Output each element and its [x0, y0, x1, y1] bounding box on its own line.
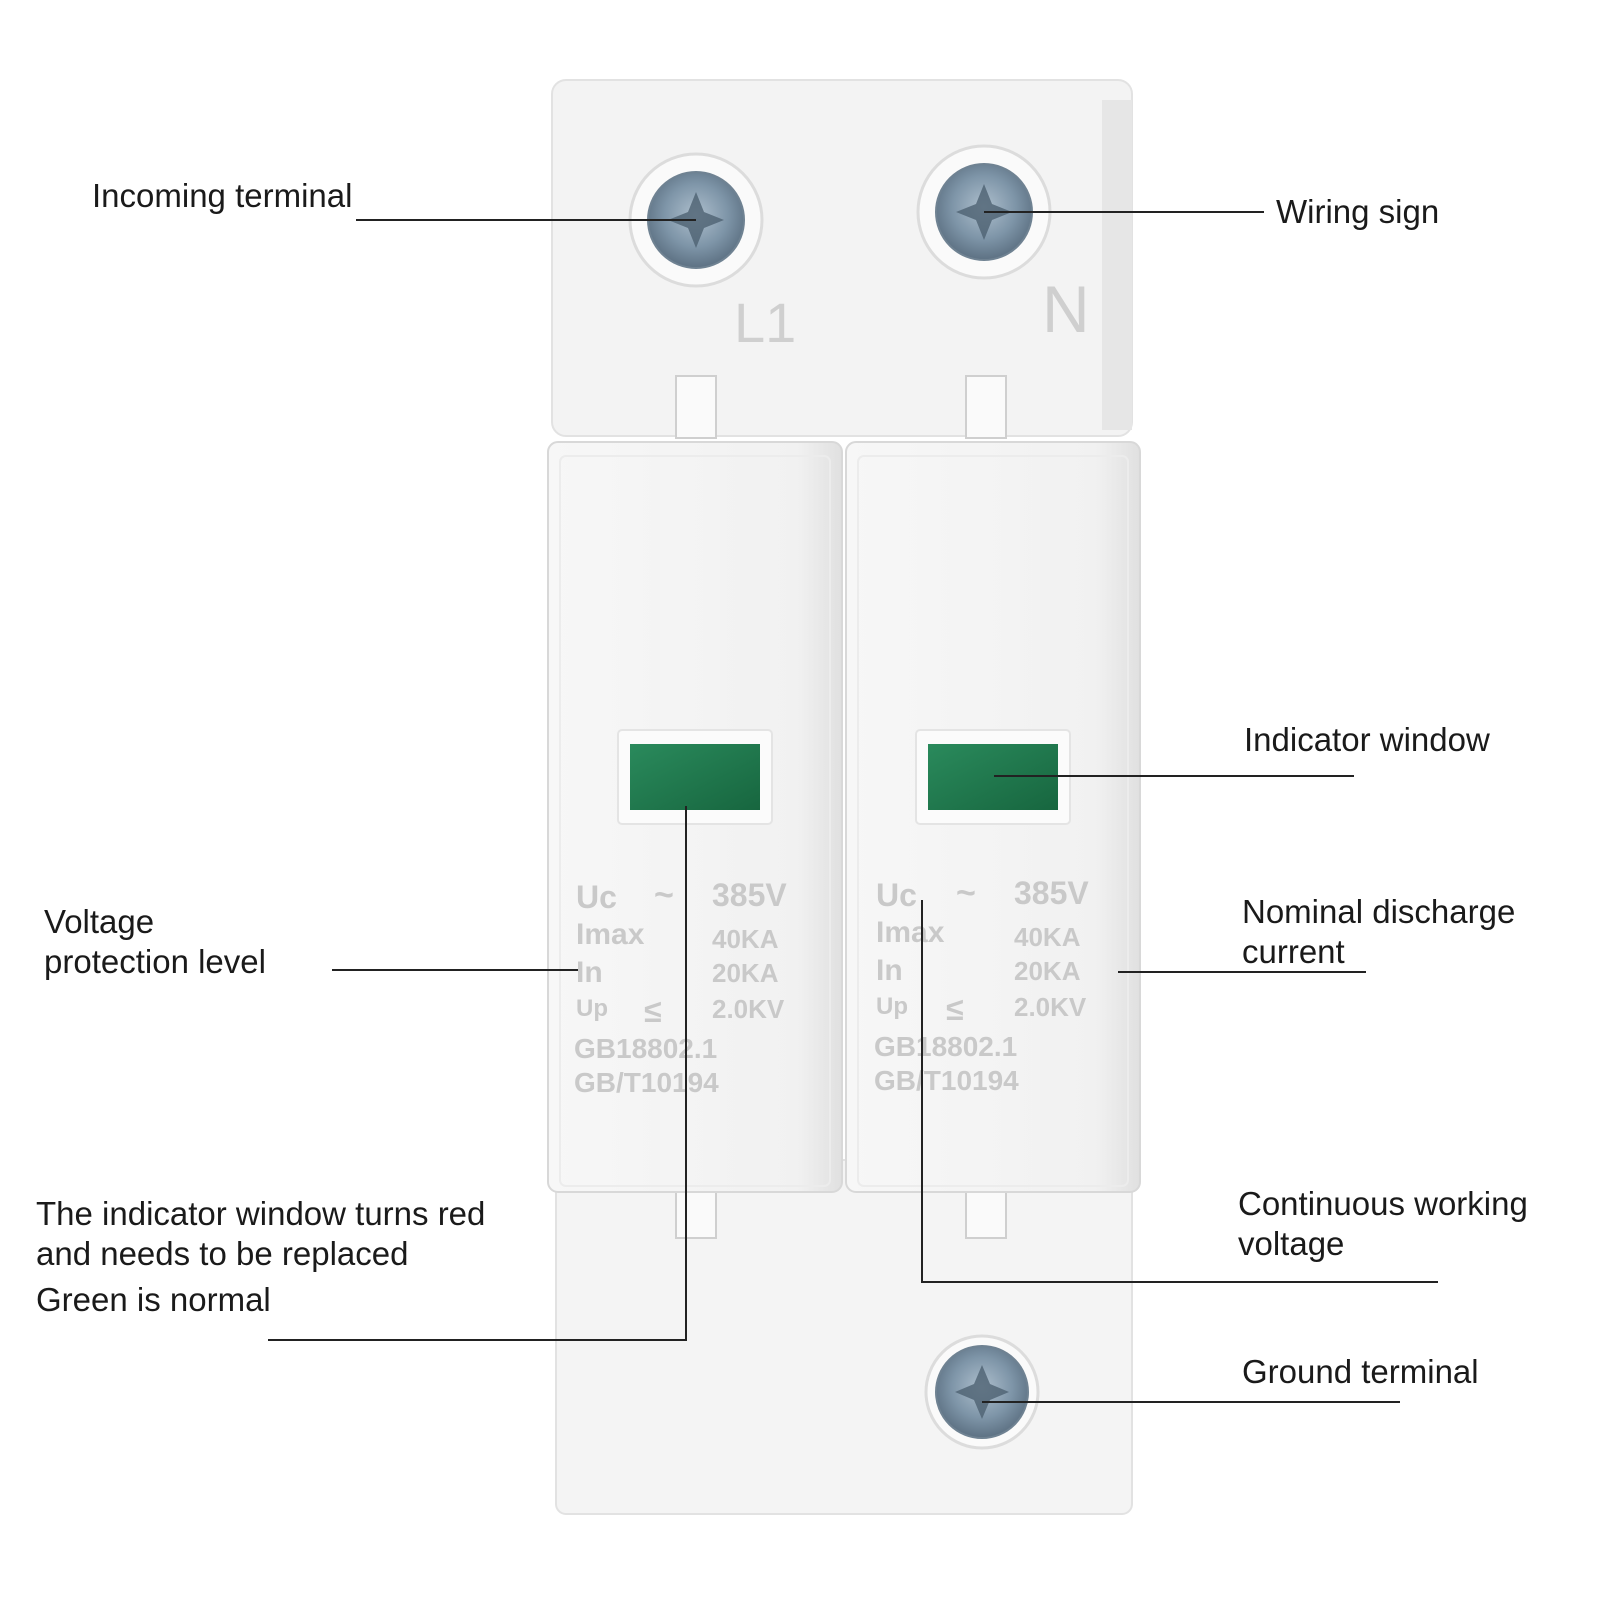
callout-nominal-discharge: Nominal discharge current [1242, 892, 1515, 972]
spec-uc-label: Uc [876, 877, 917, 913]
terminal-label-l1: L1 [734, 291, 796, 354]
spec-imax-value: 40KA [1014, 922, 1081, 952]
bottom-base [555, 1159, 1133, 1515]
callout-continuous-voltage-line-1: Continuous working [1238, 1185, 1528, 1222]
spec-up-label: Up [576, 995, 608, 1022]
spec-imax-label: Imax [876, 916, 945, 949]
callout-voltage-protection-line-1: Voltage [44, 903, 155, 940]
terminal-label-n: N [1042, 272, 1090, 346]
spec-up-symbol: ≤ [946, 991, 964, 1027]
callout-indicator-note-line-3: Green is normal [36, 1281, 271, 1318]
leader-lines [268, 211, 1438, 1403]
spec-uc-symbol: ~ [654, 876, 674, 914]
callout-nominal-discharge-line-1: Nominal discharge [1242, 893, 1516, 930]
spec-imax-value: 40KA [712, 924, 779, 954]
callout-nominal-discharge-line-2: current [1242, 933, 1345, 970]
callout-wiring-sign: Wiring sign [1276, 193, 1440, 230]
top-terminal-block [551, 79, 1133, 439]
spec-text-right: Uc ~ 385V Imax 40KA In 20KA Up ≤ 2.0KV G… [874, 874, 1089, 1096]
callout-indicator-note-line-2: and needs to be replaced [36, 1235, 409, 1272]
callout-indicator-note: The indicator window turns red and needs… [36, 1194, 485, 1320]
callout-indicator-window: Indicator window [1244, 721, 1490, 758]
module-left [547, 441, 843, 1193]
callout-continuous-voltage-line-2: voltage [1238, 1225, 1345, 1262]
indicator-window-left [630, 744, 760, 810]
callout-continuous-voltage: Continuous working voltage [1238, 1184, 1528, 1264]
spec-up-symbol: ≤ [644, 993, 662, 1029]
spec-uc-value: 385V [712, 877, 787, 913]
callout-indicator-note-line-1: The indicator window turns red [36, 1195, 486, 1232]
callout-voltage-protection-line-2: protection level [44, 943, 266, 980]
spec-up-value: 2.0KV [712, 994, 785, 1024]
module-right [845, 441, 1141, 1193]
spec-text-left: Uc ~ 385V Imax 40KA In 20KA Up ≤ 2.0KV G… [574, 876, 787, 1098]
leader-indicator-note [268, 806, 687, 1341]
spec-standard-2: GB/T10194 [874, 1065, 1019, 1096]
spec-standard-1: GB18802.1 [874, 1031, 1017, 1062]
spec-up-label: Up [876, 993, 908, 1020]
spec-standard-2: GB/T10194 [574, 1067, 719, 1098]
spec-uc-symbol: ~ [956, 874, 976, 912]
spec-standard-1: GB18802.1 [574, 1033, 717, 1064]
spec-in-label: In [876, 954, 903, 987]
callout-voltage-protection: Voltage protection level [44, 902, 266, 982]
spec-in-label: In [576, 956, 603, 989]
spec-uc-value: 385V [1014, 875, 1089, 911]
spec-in-value: 20KA [712, 958, 779, 988]
ground-terminal-screw-icon [924, 1334, 1040, 1450]
spec-imax-label: Imax [576, 918, 645, 951]
spec-in-value: 20KA [1014, 956, 1081, 986]
callout-ground-terminal: Ground terminal [1242, 1353, 1479, 1390]
leader-continuous-voltage [921, 900, 1438, 1283]
callout-incoming-terminal: Incoming terminal [92, 177, 353, 214]
spec-up-value: 2.0KV [1014, 992, 1087, 1022]
spec-uc-label: Uc [576, 879, 617, 915]
